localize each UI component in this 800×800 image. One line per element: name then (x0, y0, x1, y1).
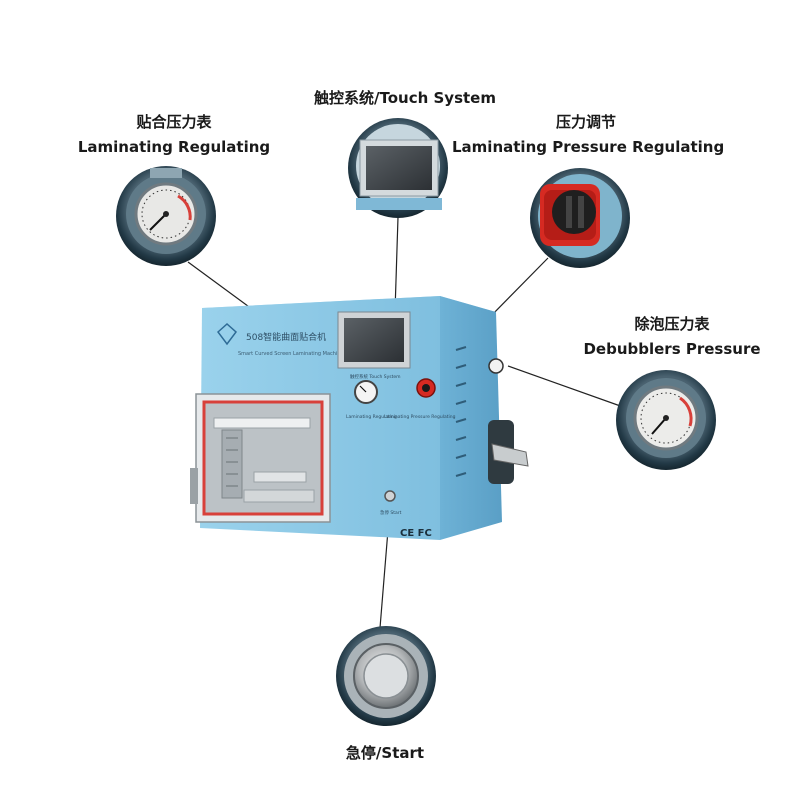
start-label-text: 急停/Start (345, 744, 425, 762)
leader-line-debubbler-gauge (507, 365, 627, 409)
leader-line-start (379, 529, 389, 629)
side-handle (491, 443, 529, 467)
door-latch (190, 468, 198, 504)
certification-marks: CE FC (400, 528, 432, 539)
model-name: 508智能曲面贴合机 (246, 331, 326, 343)
touch-screen-zoom (348, 118, 448, 218)
front-regulator-caption: Laminating Pressure Regulating (384, 414, 456, 420)
model-subtitle: Smart Curved Screen Laminating Machine (238, 351, 344, 357)
laminating-gauge-label-cn: 贴合压力表 (136, 113, 212, 131)
pressure-regulating-label-cn: 压力调节 (555, 113, 616, 131)
laminating-machine: 508智能曲面贴合机 Smart Curved Screen Laminatin… (190, 296, 529, 540)
debubbler-gauge-label-en: Debubblers Pressure (583, 340, 761, 358)
start-label: 急停/Start (330, 741, 440, 766)
front-start-button (384, 490, 396, 502)
touch-system-label: 触控系统/Touch System (300, 86, 510, 111)
pressure-regulating-label-en: Laminating Pressure Regulating (452, 138, 725, 156)
front-start-caption: 急停 Start (380, 509, 402, 516)
leader-line-touch-system (394, 216, 399, 313)
side-debubbler-gauge (488, 358, 504, 374)
touch-system-label-text: 触控系统/Touch System (314, 89, 496, 107)
debubbler-gauge-label: 除泡压力表 Debubblers Pressure (572, 312, 772, 362)
side-vents (455, 346, 467, 477)
pressure-regulator-zoom (530, 168, 630, 268)
brand-logo (216, 322, 238, 346)
debubbler-gauge-label-cn: 除泡压力表 (634, 315, 710, 333)
touch-screen-caption: 触控系统 Touch System (350, 373, 401, 380)
pressure-regulating-label: 压力调节 Laminating Pressure Regulating (452, 110, 725, 160)
start-button-zoom (336, 626, 436, 726)
laminating-gauge-zoom (116, 166, 216, 266)
debubbler-gauge-zoom (616, 370, 716, 470)
machine-side (440, 296, 502, 540)
front-gauge-caption: Laminating Regulating (346, 414, 397, 420)
touch-screen (344, 318, 404, 362)
chamber-interior (213, 417, 315, 503)
laminating-gauge-label-en: Laminating Regulating (77, 138, 271, 156)
laminating-gauge-label: 贴合压力表 Laminating Regulating (74, 110, 274, 160)
